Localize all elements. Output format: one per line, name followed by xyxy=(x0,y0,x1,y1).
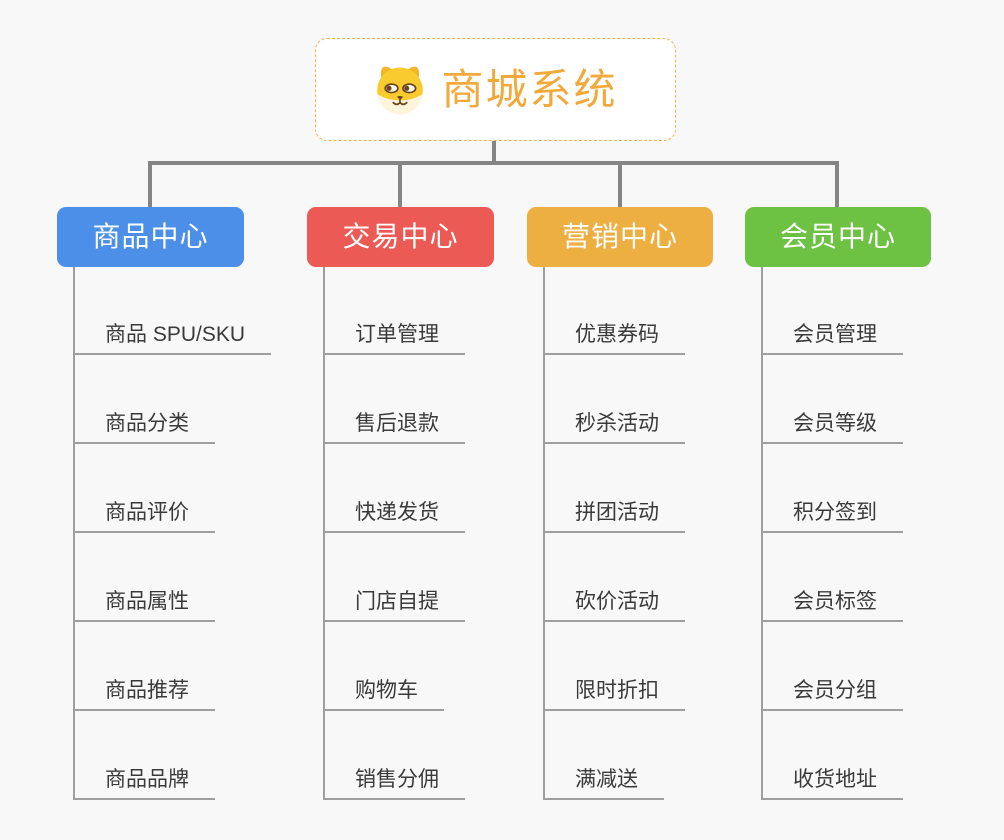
branch-column-product-center: 商品中心 商品 SPU/SKU 商品分类 商品评价 商品属性 商品推荐 商品品牌 xyxy=(57,207,272,840)
subtopic-item[interactable]: 商品评价 xyxy=(73,497,215,533)
subtopic-item[interactable]: 秒杀活动 xyxy=(543,408,685,444)
connector-drop-marketing xyxy=(618,165,622,208)
branch-column-trade-center: 交易中心 订单管理 售后退款 快递发货 门店自提 购物车 销售分佣 xyxy=(307,207,494,840)
connector-root-drop xyxy=(492,141,496,163)
subtopic-item[interactable]: 会员管理 xyxy=(761,319,903,355)
branch-spine-line xyxy=(543,267,545,800)
subtopic-item[interactable]: 购物车 xyxy=(323,675,444,711)
connector-horizontal-bar xyxy=(148,161,839,165)
connector-drop-member xyxy=(835,165,839,208)
branch-label: 交易中心 xyxy=(342,221,459,252)
subtopic-item[interactable]: 拼团活动 xyxy=(543,497,685,533)
subtopic-item[interactable]: 商品品牌 xyxy=(73,764,215,800)
subtopic-item[interactable]: 满减送 xyxy=(543,764,664,800)
subtopic-item[interactable]: 优惠券码 xyxy=(543,319,685,355)
branch-node-product-center[interactable]: 商品中心 xyxy=(57,207,244,267)
branch-column-member-center: 会员中心 会员管理 会员等级 积分签到 会员标签 会员分组 收货地址 xyxy=(745,207,931,840)
subtopic-item[interactable]: 门店自提 xyxy=(323,586,465,622)
branch-spine-line xyxy=(761,267,763,800)
subtopic-item[interactable]: 商品分类 xyxy=(73,408,215,444)
branch-node-member-center[interactable]: 会员中心 xyxy=(745,207,931,267)
root-node[interactable]: 商城系统 xyxy=(315,38,676,141)
subtopic-item[interactable]: 限时折扣 xyxy=(543,675,685,711)
subtopic-item[interactable]: 快递发货 xyxy=(323,497,465,533)
branch-node-marketing-center[interactable]: 营销中心 xyxy=(527,207,713,267)
subtopic-item[interactable]: 商品属性 xyxy=(73,586,215,622)
subtopic-item[interactable]: 会员标签 xyxy=(761,586,903,622)
subtopic-item[interactable]: 会员分组 xyxy=(761,675,903,711)
branch-label: 营销中心 xyxy=(561,221,678,252)
subtopic-item[interactable]: 商品 SPU/SKU xyxy=(73,319,272,355)
branch-column-marketing-center: 营销中心 优惠券码 秒杀活动 拼团活动 砍价活动 限时折扣 满减送 xyxy=(527,207,713,840)
subtopic-item[interactable]: 积分签到 xyxy=(761,497,903,533)
branch-label: 商品中心 xyxy=(92,221,209,252)
branch-node-trade-center[interactable]: 交易中心 xyxy=(307,207,494,267)
subtopic-item[interactable]: 砍价活动 xyxy=(543,586,685,622)
dog-face-icon xyxy=(373,63,427,117)
root-title: 商城系统 xyxy=(441,65,618,113)
branch-spine-line xyxy=(323,267,325,800)
connector-drop-product xyxy=(148,165,152,208)
subtopic-item[interactable]: 售后退款 xyxy=(323,408,465,444)
subtopic-item[interactable]: 订单管理 xyxy=(323,319,465,355)
subtopic-item[interactable]: 收货地址 xyxy=(761,764,903,800)
branch-label: 会员中心 xyxy=(779,221,896,252)
subtopic-item[interactable]: 商品推荐 xyxy=(73,675,215,711)
subtopic-item[interactable]: 销售分佣 xyxy=(323,764,465,800)
connector-drop-trade xyxy=(398,165,402,208)
branch-spine-line xyxy=(73,267,75,800)
subtopic-item[interactable]: 会员等级 xyxy=(761,408,903,444)
